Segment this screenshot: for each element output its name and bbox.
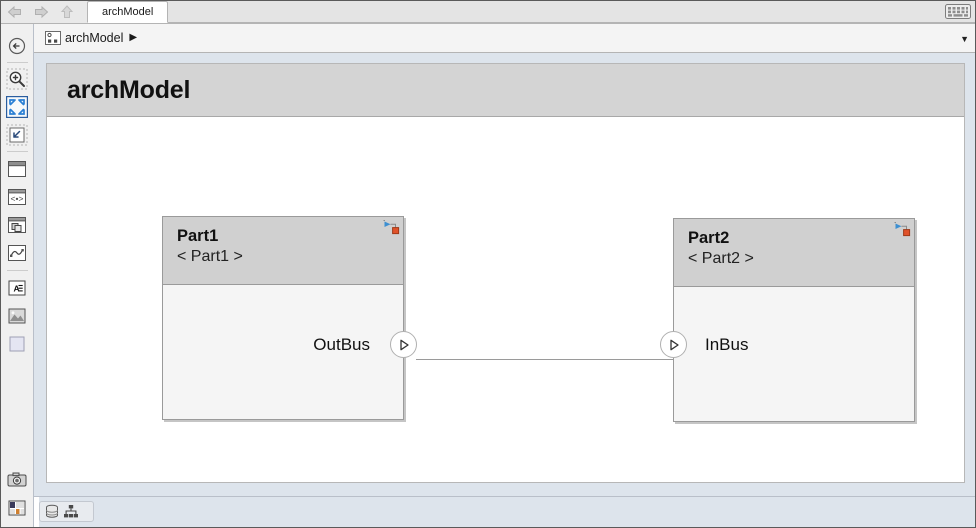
block-part2-header: Part2 < Part2 > — [674, 219, 914, 287]
interface-icon[interactable]: <•> — [5, 185, 29, 209]
toolbar-separator — [7, 62, 28, 63]
diagram-canvas[interactable]: archModel Part1 < Part1 > Ou — [46, 63, 965, 483]
fit-to-view-icon[interactable] — [5, 95, 29, 119]
svg-text:A: A — [14, 283, 20, 293]
component-icon[interactable] — [5, 157, 29, 181]
architecture-model-icon — [45, 31, 61, 45]
breadcrumb-caret-icon[interactable]: ▶ — [129, 32, 138, 43]
block-part2[interactable]: Part2 < Part2 > — [660, 218, 915, 422]
keyboard-icon[interactable] — [945, 4, 971, 19]
block-part1-body: OutBus — [163, 285, 417, 419]
status-bar — [34, 496, 975, 527]
image-icon[interactable] — [5, 304, 29, 328]
model-home-icon[interactable] — [5, 34, 29, 58]
block-part2-body: InBus — [660, 287, 914, 421]
toolbar-separator — [7, 270, 28, 271]
canvas-surround: archModel Part1 < Part1 > Ou — [34, 53, 975, 496]
tab-bar: archModel — [1, 1, 975, 24]
component-reference-badge-icon — [382, 219, 400, 237]
component-reference-badge-icon — [893, 221, 911, 239]
tab-bar-filler — [168, 1, 975, 23]
status-bar-fill — [34, 497, 39, 527]
navigation-buttons — [1, 1, 81, 23]
camera-icon[interactable] — [5, 468, 29, 492]
forward-arrow-icon[interactable] — [31, 4, 51, 20]
tab-archmodel[interactable]: archModel — [87, 1, 169, 23]
block-part1[interactable]: Part1 < Part1 > OutBus — [162, 216, 417, 420]
port-outbus[interactable] — [390, 331, 417, 358]
port-label-outbus: OutBus — [313, 335, 370, 354]
toolbar-separator — [7, 151, 28, 152]
back-arrow-icon[interactable] — [5, 4, 25, 20]
annotation-icon[interactable]: A — [5, 276, 29, 300]
block-part1-name: Part1 — [177, 227, 219, 245]
tab-label: archModel — [102, 6, 154, 18]
zoom-in-icon[interactable] — [5, 67, 29, 91]
area-icon[interactable] — [5, 332, 29, 356]
reference-component-icon[interactable] — [5, 213, 29, 237]
status-bar-button-group — [39, 501, 94, 522]
signal-connection-part1-part2[interactable] — [416, 359, 673, 360]
data-dictionary-icon[interactable] — [44, 504, 60, 519]
up-arrow-icon[interactable] — [57, 4, 77, 20]
zoom-out-region-icon[interactable] — [5, 123, 29, 147]
svg-text:<•>: <•> — [11, 193, 24, 203]
overflow-icon[interactable] — [5, 524, 29, 527]
block-part1-header: Part1 < Part1 > — [163, 217, 403, 285]
port-inbus[interactable] — [660, 331, 687, 358]
layout-icon[interactable] — [5, 496, 29, 520]
block-part2-name: Part2 — [688, 229, 730, 247]
model-hierarchy-icon[interactable] — [63, 504, 79, 519]
block-part2-stereotype: < Part2 > — [688, 250, 754, 267]
breadcrumb-bar: archModel ▶ ▼ — [1, 24, 975, 53]
left-toolbar: <•> A — [1, 24, 34, 527]
chevron-down-icon[interactable]: ▼ — [960, 34, 969, 44]
model-title-banner: archModel — [47, 64, 964, 117]
block-part1-stereotype: < Part1 > — [177, 248, 243, 265]
state-flow-icon[interactable] — [5, 241, 29, 265]
port-label-inbus: InBus — [705, 335, 749, 354]
breadcrumb-label[interactable]: archModel — [65, 31, 124, 45]
model-title-text: archModel — [67, 75, 191, 104]
